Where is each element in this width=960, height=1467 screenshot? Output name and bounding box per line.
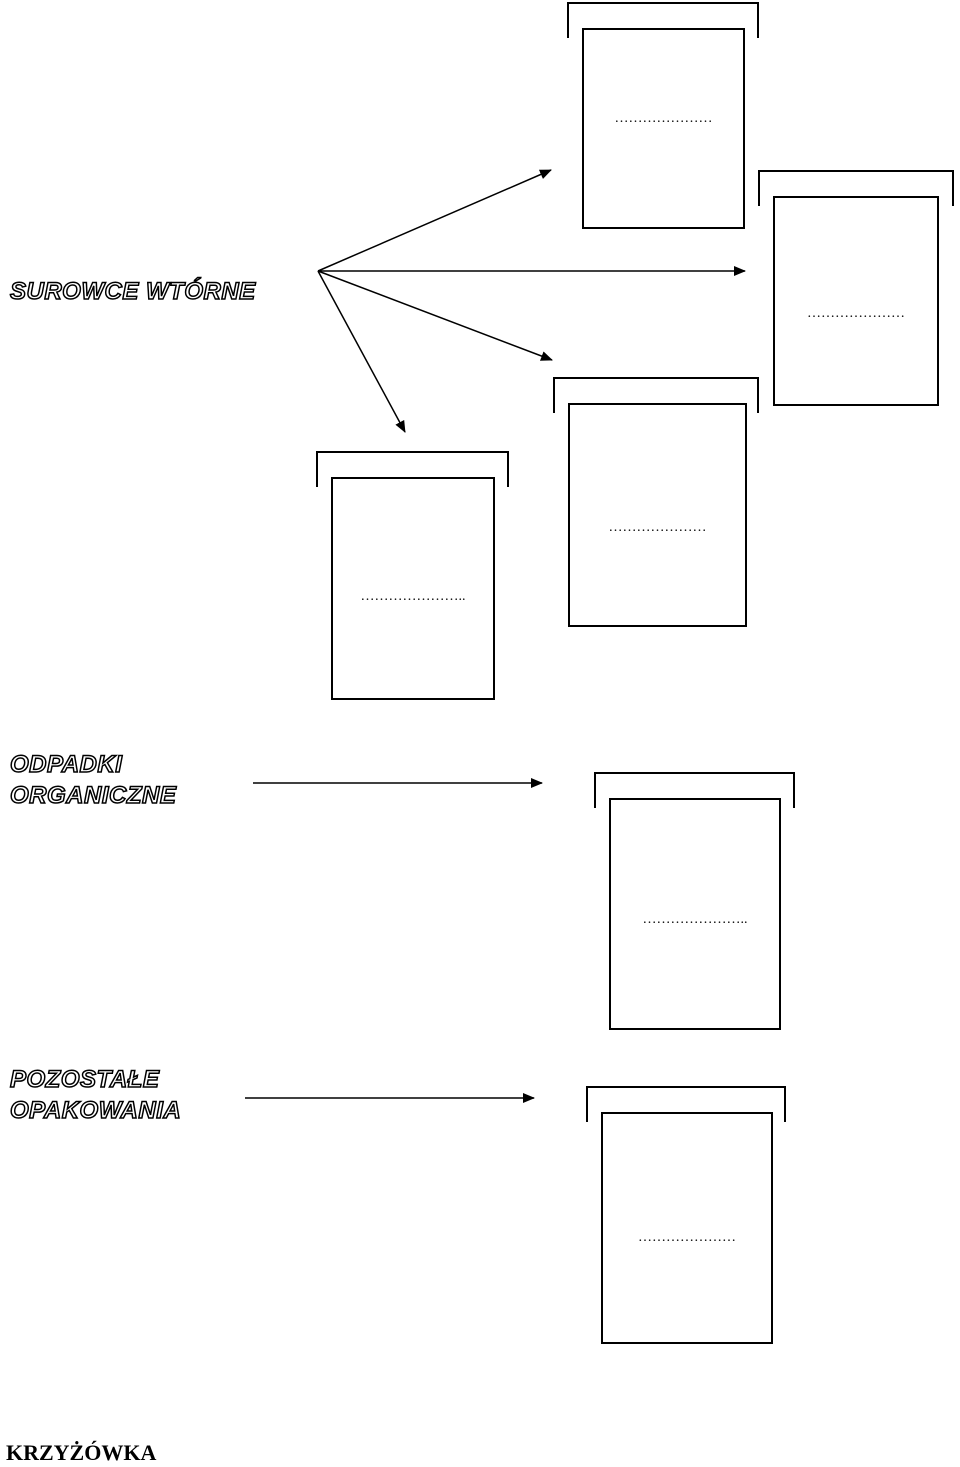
packaging-bin: ………………… [586,1086,786,1344]
bin-answer-blank[interactable]: ………………….. [642,912,748,927]
recycle-bin-3: ………………… [553,377,759,627]
packaging-heading: POZOSTAŁE OPAKOWANIA [9,1064,182,1126]
bin-answer-blank[interactable]: ………………….. [360,589,466,604]
recycle-bin-4: ………………….. [316,451,509,700]
recycle-bin-2: ………………… [758,170,954,406]
arrow-to-bin-3 [317,270,553,361]
bin-body: ………………….. [609,798,781,1030]
bin-body: ………………….. [331,477,495,700]
bin-answer-blank[interactable]: ………………… [638,1230,736,1245]
organic-bin: ………………….. [594,772,795,1030]
bin-body: ………………… [568,403,747,627]
arrow-to-bin-1 [317,169,552,272]
recycle-bin-1: ………………… [567,2,759,229]
organic-label-line1: ODPADKI [9,750,123,779]
packaging-label-line2: OPAKOWANIA [9,1096,182,1125]
bin-answer-blank[interactable]: ………………… [807,306,905,321]
bin-answer-blank[interactable]: ………………… [614,111,713,126]
bin-body: ………………… [582,28,745,229]
organic-label-line2: ORGANICZNE [9,781,177,810]
recyclables-heading: SUROWCE WTÓRNE [9,276,256,307]
bin-body: ………………… [773,196,939,406]
bin-answer-blank[interactable]: ………………… [608,520,707,535]
crossword-title: KRZYŻÓWKA [6,1440,157,1465]
arrow-to-bin-4 [317,270,406,433]
packaging-label-line1: POZOSTAŁE [9,1065,160,1094]
organic-heading: ODPADKI ORGANICZNE [9,749,177,811]
recyclables-label: SUROWCE WTÓRNE [9,277,256,306]
bin-body: ………………… [601,1112,773,1344]
